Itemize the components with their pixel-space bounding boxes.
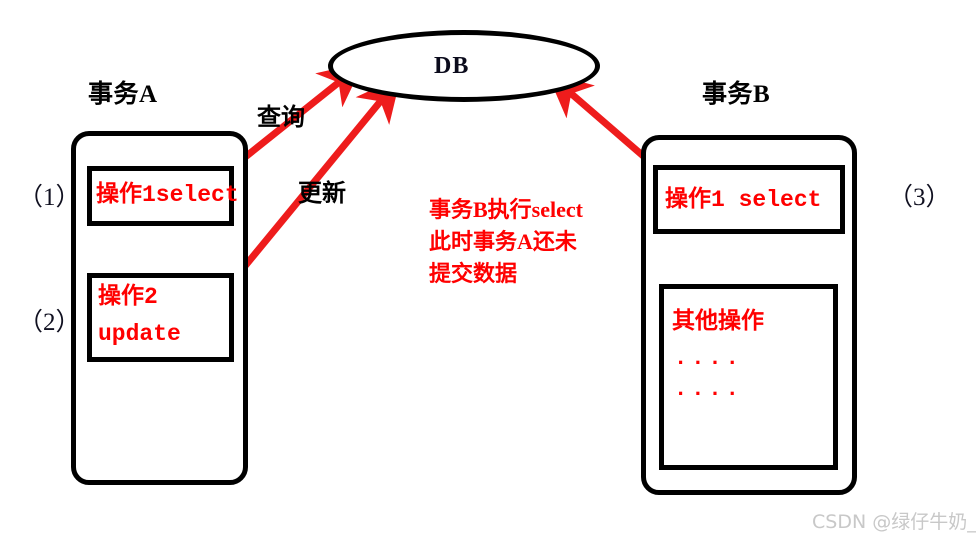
- txn-a-operation-2-line-1: 操作2: [98, 284, 158, 310]
- db-label: DB: [434, 53, 470, 79]
- txn-b-operation-1-text: 操作1 select: [665, 187, 822, 213]
- txn-b-dots-row-1: ....: [674, 346, 743, 371]
- csdn-watermark: CSDN @绿仔牛奶_: [812, 511, 976, 533]
- txn-b-dots-row-2: ....: [674, 377, 743, 402]
- step-label-1: （1）: [18, 184, 81, 211]
- txn-a-operation-2-box: [87, 273, 234, 362]
- transaction-a-header: 事务A: [88, 81, 158, 108]
- transaction-b-header: 事务B: [702, 81, 771, 108]
- txn-b-other-operations-box: [659, 284, 838, 470]
- annotation-line-3: 提交数据: [429, 261, 518, 286]
- txn-b-operation-1-box: [653, 165, 845, 234]
- step-label-3: （3）: [888, 184, 951, 211]
- step-label-2: （2）: [18, 309, 81, 336]
- flow-label-update: 更新: [298, 181, 346, 207]
- txn-a-operation-1-text: 操作1select: [96, 182, 239, 208]
- db-ellipse: [328, 30, 600, 102]
- flow-label-query: 查询: [257, 105, 305, 131]
- txn-a-operation-1-box: [87, 166, 234, 226]
- annotation-line-2: 此时事务A还未: [429, 229, 577, 254]
- annotation-line-1: 事务B执行select: [429, 197, 583, 222]
- txn-b-other-operations-text: 其他操作: [672, 309, 764, 335]
- txn-a-operation-2-line-2: update: [98, 321, 181, 347]
